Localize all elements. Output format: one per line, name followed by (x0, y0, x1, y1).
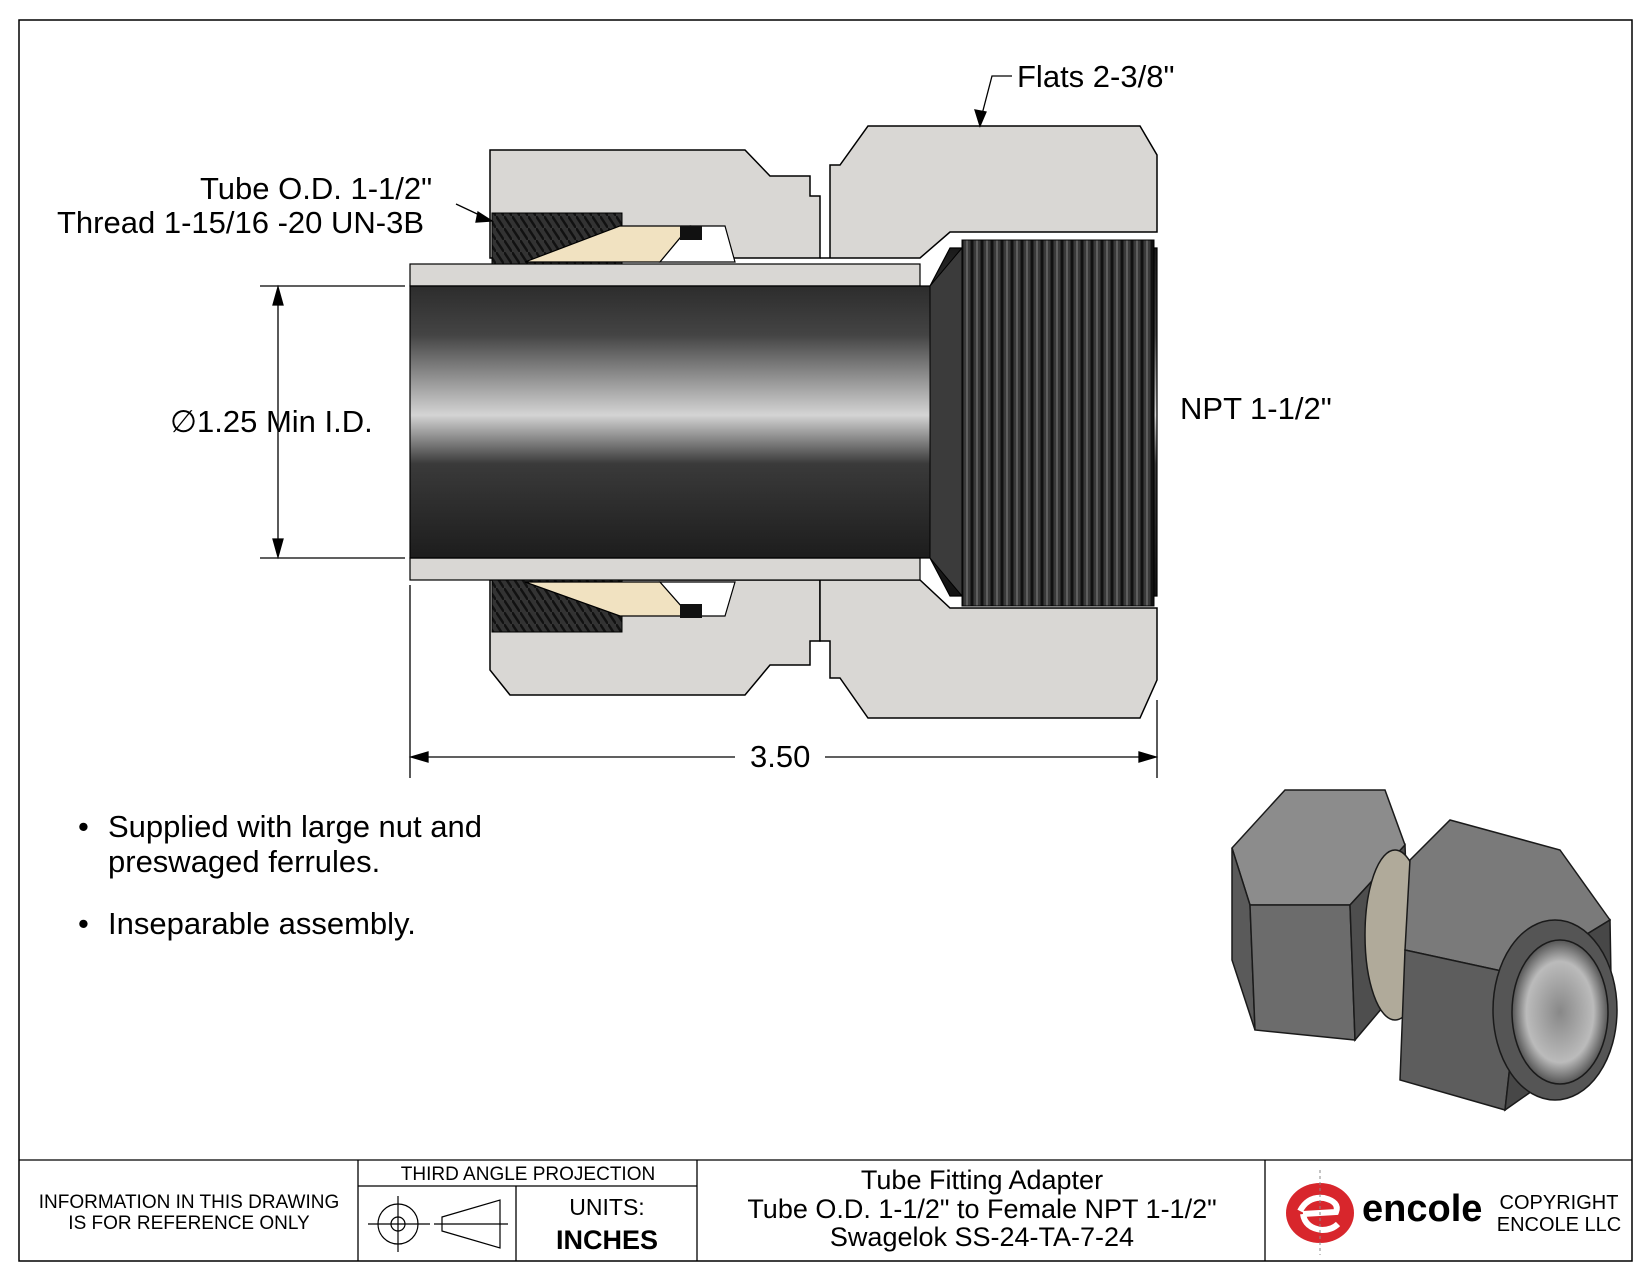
note-item: • Inseparable assembly. (78, 907, 538, 942)
bullet: • (78, 809, 89, 844)
min-id-text: 1.25 Min I.D. (197, 404, 373, 439)
sheet-border (18, 19, 1633, 1262)
diameter-icon: ∅ (170, 404, 198, 439)
section-view (409, 125, 1158, 719)
note-text: Inseparable assembly. (108, 906, 416, 942)
min-id-callout: ∅1.25 Min I.D. (170, 404, 373, 439)
notes-list: • Supplied with large nut and preswaged … (78, 809, 538, 970)
npt-threads (961, 239, 1155, 607)
projection-label: THIRD ANGLE PROJECTION (400, 1164, 656, 1185)
drawing-title: Tube Fitting Adapter Tube O.D. 1-1/2" to… (700, 1166, 1264, 1252)
length-dimension: 3.50 (750, 739, 811, 774)
body-bottom (819, 579, 1158, 719)
projection-symbol (368, 1196, 508, 1252)
title-block-frame (19, 1159, 1632, 1261)
flats-callout: Flats 2-3/8" (1017, 59, 1175, 94)
note-text: Supplied with large nut and preswaged fe… (108, 809, 482, 879)
title-line: Tube Fitting Adapter (860, 1165, 1104, 1195)
tube-od-callout: Tube O.D. 1-1/2" (200, 171, 433, 206)
tube-wall-top (409, 263, 921, 287)
disclaimer-line: IS FOR REFERENCE ONLY (68, 1213, 310, 1235)
body-top (820, 125, 1158, 259)
disclaimer: INFORMATION IN THIS DRAWING IS FOR REFER… (22, 1192, 356, 1235)
copyright-line: COPYRIGHT (1499, 1192, 1619, 1214)
thread-callout: Thread 1-15/16 -20 UN-3B (57, 205, 425, 240)
bullet: • (78, 906, 89, 942)
encole-logo-icon (1286, 1170, 1354, 1255)
ferrule-ring-bottom (680, 604, 702, 618)
title-line: Tube O.D. 1-1/2" to Female NPT 1-1/2" (747, 1193, 1217, 1224)
copyright: COPYRIGHT ENCOLE LLC (1494, 1192, 1624, 1236)
disclaimer-line: INFORMATION IN THIS DRAWING (38, 1192, 340, 1213)
iso-view (1231, 789, 1618, 1112)
dimensions (260, 75, 1159, 778)
npt-callout: NPT 1-1/2" (1180, 391, 1332, 426)
title-line: Swagelok SS-24-TA-7-24 (829, 1222, 1135, 1253)
brand-name: encole (1362, 1188, 1483, 1230)
ferrule-ring-top (680, 226, 702, 240)
units-value: INCHES (555, 1225, 658, 1255)
copyright-line: ENCOLE LLC (1496, 1214, 1622, 1236)
tube-wall-bottom (409, 557, 921, 581)
units-label: UNITS: (569, 1194, 645, 1220)
note-item: • Supplied with large nut and preswaged … (78, 809, 538, 879)
